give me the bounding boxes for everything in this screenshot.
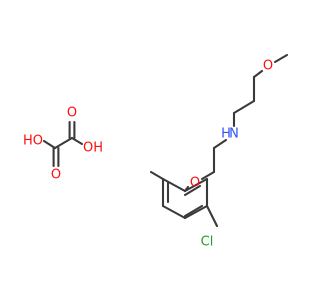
atom-cl: Cl xyxy=(201,235,214,250)
ring-bond-6 xyxy=(183,177,209,193)
bond-c2-oh xyxy=(70,136,84,146)
atom-oh: OH xyxy=(83,141,103,156)
bond-ethyl-o xyxy=(200,170,216,181)
atom-o-top: O xyxy=(67,106,77,121)
amine-molecule: O N H O Cl xyxy=(149,53,289,250)
bond-methyl-o xyxy=(273,53,289,64)
atom-n-h: H xyxy=(221,127,231,142)
ring-inner-3 xyxy=(183,184,202,197)
structure-diagram: HO OH O O xyxy=(23,53,289,250)
ring-inner-2 xyxy=(183,204,204,218)
bond-c1-c2 xyxy=(53,136,74,150)
bond-o-c xyxy=(252,69,264,79)
atom-methoxy-o: O xyxy=(263,59,273,74)
ring-bond-4 xyxy=(183,204,209,220)
atom-o-bottom: O xyxy=(51,168,61,183)
bond-propyl-2 xyxy=(232,99,256,115)
ring-bond-1 xyxy=(161,177,187,193)
oxalic-acid: HO OH O O xyxy=(23,106,103,183)
ring-bond-3 xyxy=(161,204,187,220)
atom-ho: HO xyxy=(23,134,43,149)
bond-ring-cl xyxy=(205,204,219,228)
bond-c1-ho xyxy=(42,139,57,150)
molecule-canvas: HO OH O O xyxy=(23,53,289,250)
bond-ring-methyl xyxy=(149,170,165,181)
bond-n-ethyl xyxy=(212,138,228,150)
atom-ether-o: O xyxy=(190,176,200,191)
atom-n: N xyxy=(229,127,239,142)
